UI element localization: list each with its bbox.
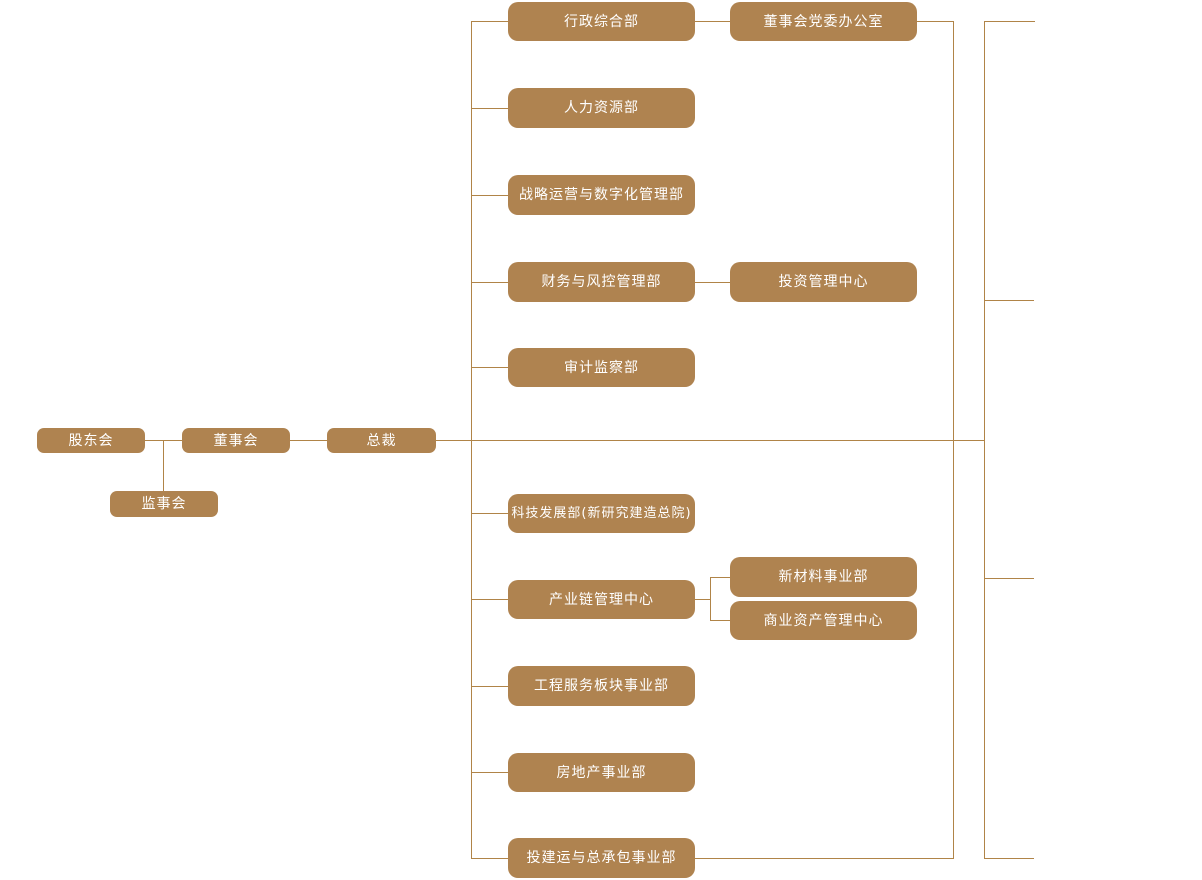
connector-stub-finance: [471, 282, 508, 283]
org-node-commercial-assets-management-center: 商业资产管理中心: [730, 601, 917, 640]
connector-stub-hr: [471, 108, 508, 109]
connector-directors-to-president: [290, 440, 328, 441]
connector-stub-admin: [471, 21, 508, 22]
connector-stub-tech: [471, 513, 508, 514]
connector-president-main-bus: [436, 440, 985, 441]
org-node-investment-management-center: 投资管理中心: [730, 262, 917, 302]
connector-left-spine: [471, 21, 472, 859]
connector-right-stub-1: [984, 21, 1035, 22]
connector-mid-spine: [953, 21, 954, 859]
connector-drop-to-supervisory: [163, 440, 164, 491]
connector-stub-real-estate: [471, 772, 508, 773]
org-node-industry-chain-management-center: 产业链管理中心: [508, 580, 695, 619]
org-node-tech-development-dept: 科技发展部(新研究建造总院): [508, 494, 695, 533]
connector-stub-audit: [471, 367, 508, 368]
connector-epc-right: [695, 858, 953, 859]
connector-right-spine: [984, 21, 985, 859]
org-node-board-of-directors: 董事会: [182, 428, 290, 453]
connector-stub-epc: [471, 858, 508, 859]
connector-stub-industry-chain: [471, 599, 508, 600]
org-node-finance-risk-control-dept: 财务与风控管理部: [508, 262, 695, 302]
connector-fork-to-new-materials: [710, 577, 730, 578]
connector-right-stub-2: [984, 300, 1034, 301]
connector-industry-chain-fork: [710, 577, 711, 621]
org-node-shareholders-meeting: 股东会: [37, 428, 145, 453]
connector-stub-engineering: [471, 686, 508, 687]
connector-admin-to-party-office: [695, 21, 730, 22]
org-node-real-estate-division: 房地产事业部: [508, 753, 695, 792]
connector-fork-to-commercial-assets: [710, 620, 730, 621]
connector-finance-to-investment: [695, 282, 730, 283]
connector-right-stub-3: [984, 578, 1034, 579]
org-node-admin-general-dept: 行政综合部: [508, 2, 695, 41]
org-node-human-resources-dept: 人力资源部: [508, 88, 695, 128]
connector-right-stub-4: [984, 858, 1034, 859]
connector-party-office-right: [917, 21, 953, 22]
connector-industry-chain-out: [695, 599, 710, 600]
org-node-board-party-committee-office: 董事会党委办公室: [730, 2, 917, 41]
org-node-new-materials-division: 新材料事业部: [730, 557, 917, 597]
org-node-supervisory-board: 监事会: [110, 491, 218, 517]
org-node-president: 总裁: [327, 428, 436, 453]
org-node-strategy-operations-digital-dept: 战略运营与数字化管理部: [508, 175, 695, 215]
org-node-investment-construction-epc-division: 投建运与总承包事业部: [508, 838, 695, 878]
org-node-engineering-services-division: 工程服务板块事业部: [508, 666, 695, 706]
connector-stub-strategy: [471, 195, 508, 196]
org-node-audit-supervision-dept: 审计监察部: [508, 348, 695, 387]
